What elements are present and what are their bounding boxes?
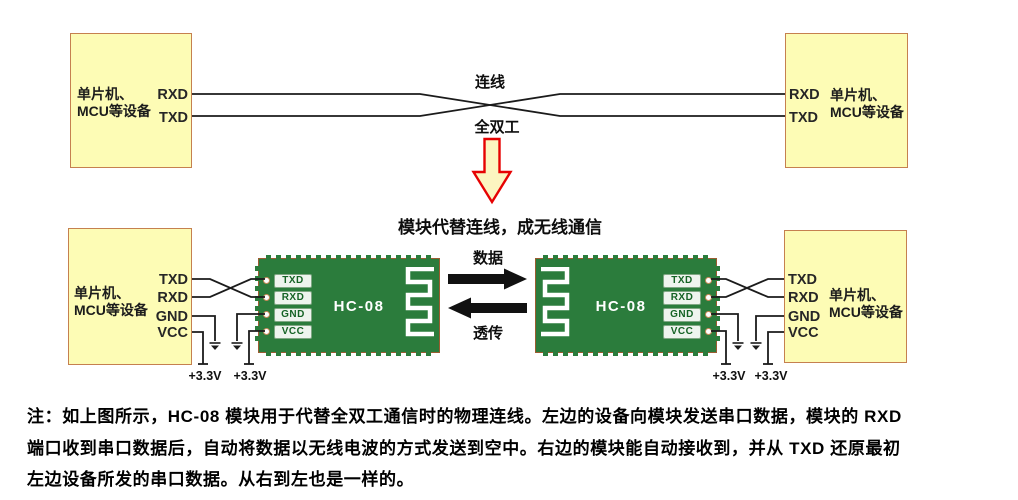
- castellation-bottom: [266, 352, 432, 356]
- pin-dot-icon: [705, 328, 712, 335]
- pin-label-rxd: RXD: [274, 290, 312, 305]
- pin-dot-icon: [263, 311, 270, 318]
- module-pin-row: GND: [263, 307, 312, 322]
- data-arrow-left-icon: [448, 297, 527, 319]
- ground-symbol: [209, 342, 221, 350]
- pin-gnd: GND: [155, 309, 188, 325]
- pin-rxd: RXD: [788, 290, 819, 306]
- right-device-vcc-wire: [767, 331, 784, 364]
- pin-txd: TXD: [159, 110, 188, 126]
- device-name-line1: 单片机、: [829, 287, 885, 303]
- module-pin-row: RXD: [263, 290, 312, 305]
- castellation-top: [543, 255, 709, 259]
- supply-label-right-module: +3.3V: [712, 369, 746, 383]
- module-pin-row: TXD: [663, 273, 712, 288]
- pin-label-vcc: VCC: [663, 324, 701, 339]
- data-arrow-right-icon: [448, 268, 527, 290]
- bottom-right-device-box: 单片机、 MCU等设备 TXD RXD GND VCC: [784, 230, 907, 363]
- pin-txd: TXD: [789, 110, 818, 126]
- module-name: HC-08: [333, 298, 385, 315]
- pin-dot-icon: [263, 277, 270, 284]
- device-name-line2: MCU等设备: [74, 301, 148, 318]
- castellation-top: [266, 255, 432, 259]
- pin-label-rxd: RXD: [663, 290, 701, 305]
- pin-gnd: GND: [788, 309, 821, 325]
- supply-label-left-device: +3.3V: [188, 369, 222, 383]
- right-hc08-module: HC-08 TXD RXD GND VCC: [535, 255, 720, 356]
- top-right-device-box: 单片机、 MCU等设备 RXD TXD: [785, 33, 908, 168]
- left-hc08-module: HC-08 TXD RXD GND VCC: [255, 255, 440, 356]
- device-name: 单片机、 MCU等设备: [74, 285, 148, 318]
- pin-label-gnd: GND: [663, 307, 701, 322]
- bottom-left-device-box: 单片机、 MCU等设备 TXD RXD GND VCC: [68, 228, 192, 365]
- pin-dot-icon: [705, 277, 712, 284]
- right-device-gnd-wire: [755, 315, 784, 341]
- pin-label-gnd: GND: [274, 307, 312, 322]
- duplex-label: 全双工: [474, 119, 520, 136]
- module-pin-row: RXD: [663, 290, 712, 305]
- castellation-right: [716, 266, 720, 345]
- pin-rxd: RXD: [789, 87, 820, 103]
- top-left-device-box: 单片机、 MCU等设备 RXD TXD: [70, 33, 192, 168]
- left-device-vcc-wire: [192, 331, 204, 364]
- ground-symbol: [732, 342, 744, 350]
- pin-dot-icon: [263, 294, 270, 301]
- transition-caption: 模块代替连线，成无线通信: [398, 218, 602, 237]
- pin-label-txd: TXD: [274, 273, 312, 288]
- pin-txd: TXD: [788, 272, 817, 288]
- pin-rxd: RXD: [157, 87, 188, 103]
- pin-vcc: VCC: [157, 325, 188, 341]
- note-line-2: 端口收到串口数据后，自动将数据以无线电波的方式发送到空中。右边的模块能自动接收到…: [27, 438, 901, 458]
- device-name-line2: MCU等设备: [829, 303, 903, 320]
- device-name: 单片机、 MCU等设备: [77, 86, 151, 119]
- castellation-bottom: [543, 352, 709, 356]
- pin-vcc: VCC: [788, 325, 819, 341]
- red-down-arrow-icon: [471, 137, 513, 205]
- pin-dot-icon: [705, 311, 712, 318]
- module-pin-row: VCC: [663, 324, 712, 339]
- pin-txd: TXD: [159, 272, 188, 288]
- antenna-icon: [405, 267, 434, 337]
- device-name: 单片机、 MCU等设备: [830, 87, 904, 120]
- castellation-left: [255, 266, 259, 345]
- pin-dot-icon: [263, 328, 270, 335]
- top-wire-crossover-1: [192, 93, 785, 117]
- ground-symbol: [750, 342, 762, 350]
- link-label: 连线: [474, 74, 505, 91]
- device-name-line1: 单片机、: [74, 285, 130, 301]
- module-pin-row: VCC: [263, 324, 312, 339]
- data-label: 数据: [472, 250, 503, 267]
- module-pin-row: GND: [663, 307, 712, 322]
- pin-label-txd: TXD: [663, 273, 701, 288]
- pin-dot-icon: [705, 294, 712, 301]
- note-text: 注：如上图所示，HC-08 模块用于代替全双工通信时的物理连线。左边的设备向模块…: [27, 401, 1015, 496]
- note-line-1: 注：如上图所示，HC-08 模块用于代替全双工通信时的物理连线。左边的设备向模块…: [27, 407, 902, 426]
- device-name-line1: 单片机、: [830, 87, 886, 103]
- device-name-line1: 单片机、: [77, 86, 133, 102]
- supply-label-right-device: +3.3V: [754, 369, 788, 383]
- module-name: HC-08: [595, 298, 647, 315]
- module-pin-row: TXD: [263, 273, 312, 288]
- device-name-line2: MCU等设备: [830, 103, 904, 120]
- passthrough-label: 透传: [472, 325, 503, 342]
- device-name-line2: MCU等设备: [77, 102, 151, 119]
- antenna-icon: [541, 267, 570, 337]
- right-wire-rxd-to-txd: [711, 278, 784, 298]
- device-name: 单片机、 MCU等设备: [829, 287, 903, 320]
- ground-symbol: [231, 342, 243, 350]
- pin-label-vcc: VCC: [274, 324, 312, 339]
- right-wire-txd-to-rxd: [711, 278, 784, 298]
- pin-rxd: RXD: [157, 290, 188, 306]
- top-wire-crossover-2: [192, 93, 785, 117]
- supply-label-left-module: +3.3V: [233, 369, 267, 383]
- left-device-gnd-wire: [192, 315, 216, 341]
- note-line-3: 左边设备所发的串口数据。从右到左也是一样的。: [27, 470, 415, 489]
